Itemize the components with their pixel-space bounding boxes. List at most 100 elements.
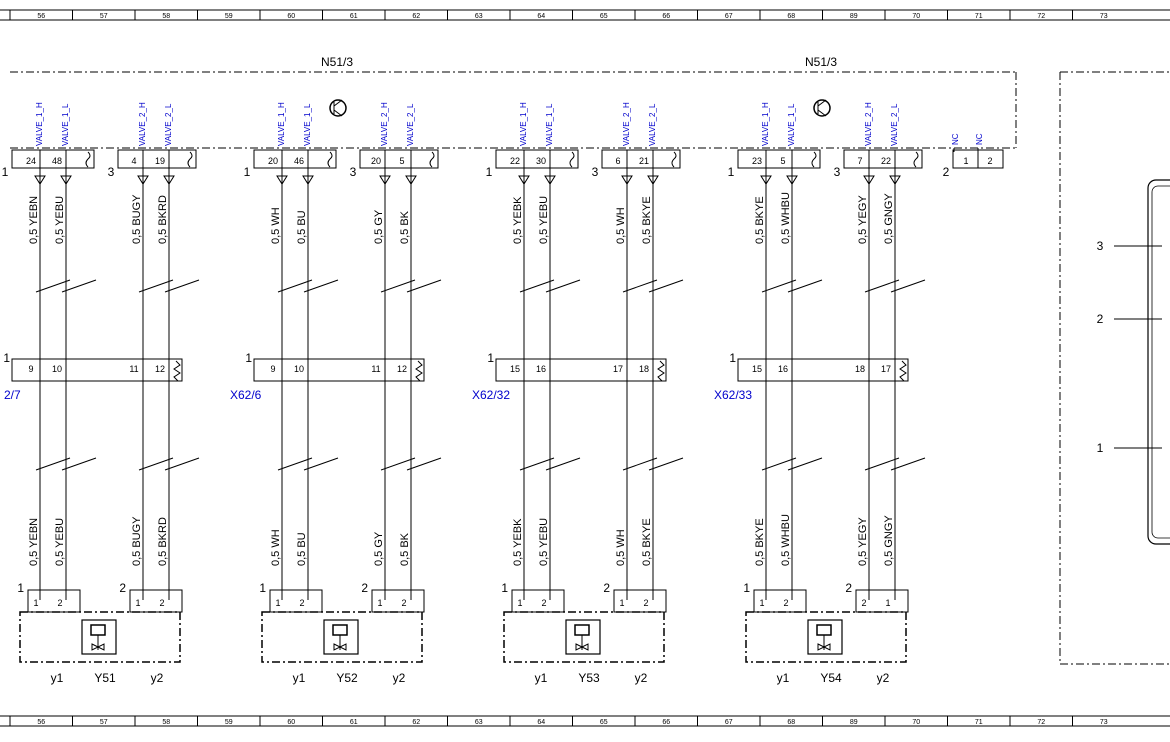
signal-label: VALVE_1_H (761, 102, 770, 146)
wire-label-bottom: 0,5 YEBK (512, 518, 524, 566)
x62-pin-number: 10 (294, 364, 304, 374)
wire-break (761, 279, 797, 293)
wire-label-top: 0,5 GY (373, 209, 385, 244)
module-pin-number: 6 (615, 156, 620, 166)
module-pin-number: 24 (26, 156, 36, 166)
nc-connector-number: 2 (943, 165, 950, 179)
connector-spring (913, 151, 919, 168)
wire-arrow (34, 175, 46, 185)
valve-pin-number: 2 (783, 598, 788, 608)
valve-body (745, 611, 907, 663)
valve-icon-body (333, 643, 347, 651)
wire-break (380, 457, 416, 471)
connector-spring (899, 360, 907, 382)
wire-break (303, 457, 339, 471)
connector-spring (415, 360, 423, 382)
wire-break (406, 279, 442, 293)
module-pin-number: 5 (780, 156, 785, 166)
wire-arrow (60, 175, 72, 185)
wire-break (519, 279, 555, 293)
side-panel-label: 1 (1097, 441, 1104, 455)
transistor-icon (329, 99, 347, 117)
module-pin-number: 46 (294, 156, 304, 166)
transistor-icon-collector (817, 99, 827, 107)
x62-pin-number: 10 (52, 364, 62, 374)
x62-pin-number: 15 (752, 364, 762, 374)
top-ruler-label: 73 (1100, 13, 1108, 20)
bottom-ruler-label: 73 (1100, 719, 1108, 726)
module-pin-number: 48 (52, 156, 62, 166)
bottom-ruler-label: 89 (850, 719, 858, 726)
wire-break (138, 279, 174, 293)
wire-label-bottom: 0,5 WHBU (780, 514, 792, 566)
transistor-icon-collector (333, 99, 343, 107)
side-panel-connector (1147, 179, 1170, 545)
module-connector-right (359, 149, 439, 169)
wire-break (890, 457, 926, 471)
side-panel-label: 2 (1097, 312, 1104, 326)
valve-pin-number: 2 (57, 598, 62, 608)
wire-break (138, 457, 174, 471)
top-ruler-label: 60 (287, 13, 295, 20)
wire-label-bottom: 0,5 YEGY (857, 517, 869, 566)
bottom-ruler-label: 72 (1037, 719, 1045, 726)
wire-arrow (276, 175, 288, 185)
x62-pin-number: 9 (28, 364, 33, 374)
valve-y2-label: y2 (393, 671, 406, 685)
x62-connector (737, 358, 909, 382)
valve-icon (323, 619, 359, 655)
valve-connector-number: 1 (259, 581, 266, 595)
wire-label-top: 0,5 WH (270, 207, 282, 244)
valve-pin-number: 2 (159, 598, 164, 608)
wire-label-bottom: 0,5 GY (373, 531, 385, 566)
valve-icon-coil (332, 624, 348, 636)
module-connector-count: 3 (592, 165, 599, 179)
module-pin-number: 4 (131, 156, 136, 166)
wire-label-top: 0,5 BK (399, 210, 411, 244)
wire-arrow (405, 175, 417, 185)
transistor-icon (813, 99, 831, 117)
x62-pin-number: 11 (129, 364, 138, 374)
module-connector-right (843, 149, 923, 169)
module-connector-left (495, 149, 579, 169)
bottom-ruler-label: 66 (662, 719, 670, 726)
valve-pin-number: 2 (541, 598, 546, 608)
x62-label: X62/6 (230, 388, 262, 402)
wire-label-top: 0,5 BKYE (754, 196, 766, 244)
x62-pin-number: 16 (778, 364, 788, 374)
wire-label-top: 0,5 BKYE (641, 196, 653, 244)
wire-break (787, 457, 823, 471)
top-ruler-label: 61 (350, 13, 358, 20)
valve-y1-label: y1 (535, 671, 548, 685)
wire-break (545, 279, 581, 293)
module-connector-count: 3 (834, 165, 841, 179)
bottom-ruler-label: 63 (475, 719, 483, 726)
wire-label-bottom: 0,5 WH (270, 529, 282, 566)
x62-number: 1 (729, 351, 736, 365)
wire-arrow (647, 175, 659, 185)
wire-label-top: 0,5 WH (615, 207, 627, 244)
module-connector-count: 1 (244, 165, 251, 179)
valve-pin-number: 1 (885, 598, 890, 608)
signal-label: VALVE_1_H (277, 102, 286, 146)
module-connector-count: 3 (350, 165, 357, 179)
module-pin-number: 22 (510, 156, 520, 166)
valve-pin-number: 1 (33, 598, 38, 608)
signal-label: VALVE_1_L (545, 103, 554, 146)
signal-label: VALVE_1_H (519, 102, 528, 146)
connector-spring (187, 151, 193, 168)
valve-icon-coil (816, 624, 832, 636)
wire-arrow (163, 175, 175, 185)
bottom-ruler-label: 60 (287, 719, 295, 726)
valve-name: Y53 (578, 671, 600, 685)
x62-connector (495, 358, 667, 382)
signal-label: VALVE_2_L (164, 103, 173, 146)
top-ruler-label: 59 (225, 13, 233, 20)
wire-break (61, 279, 97, 293)
valve-y2-label: y2 (151, 671, 164, 685)
bottom-ruler-label: 68 (787, 719, 795, 726)
top-ruler-label: 89 (850, 13, 858, 20)
wire-label-bottom: 0,5 WH (615, 529, 627, 566)
wire-label-top: 0,5 YEBK (512, 196, 524, 244)
valve-pin-number: 1 (619, 598, 624, 608)
